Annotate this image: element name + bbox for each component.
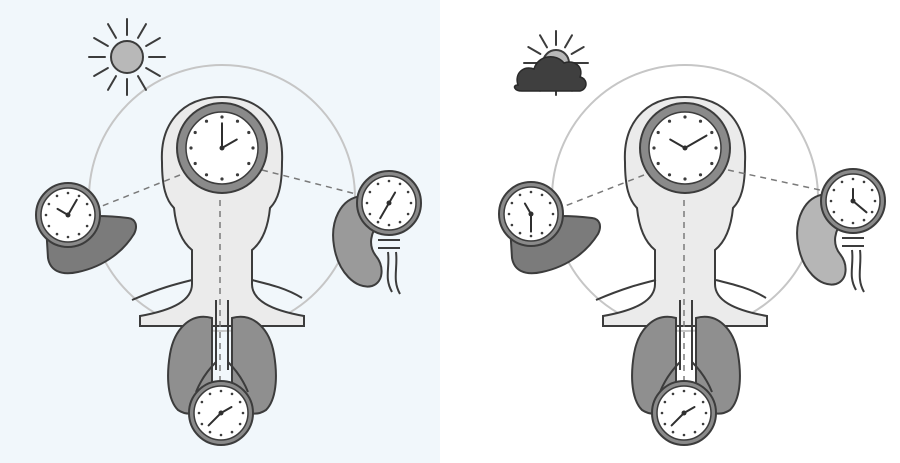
clock-icon-liver <box>36 183 100 247</box>
panel-shifted <box>499 31 885 445</box>
clock-icon-brain <box>177 103 267 193</box>
clock-icon-kidney <box>357 171 421 235</box>
clock-icon-brain <box>640 103 730 193</box>
partly-cloudy-icon <box>515 31 588 95</box>
clock-icon-lungs <box>189 381 253 445</box>
clock-icon-lungs <box>652 381 716 445</box>
clock-icon-liver <box>499 182 563 246</box>
clock-icon-kidney <box>821 169 885 233</box>
